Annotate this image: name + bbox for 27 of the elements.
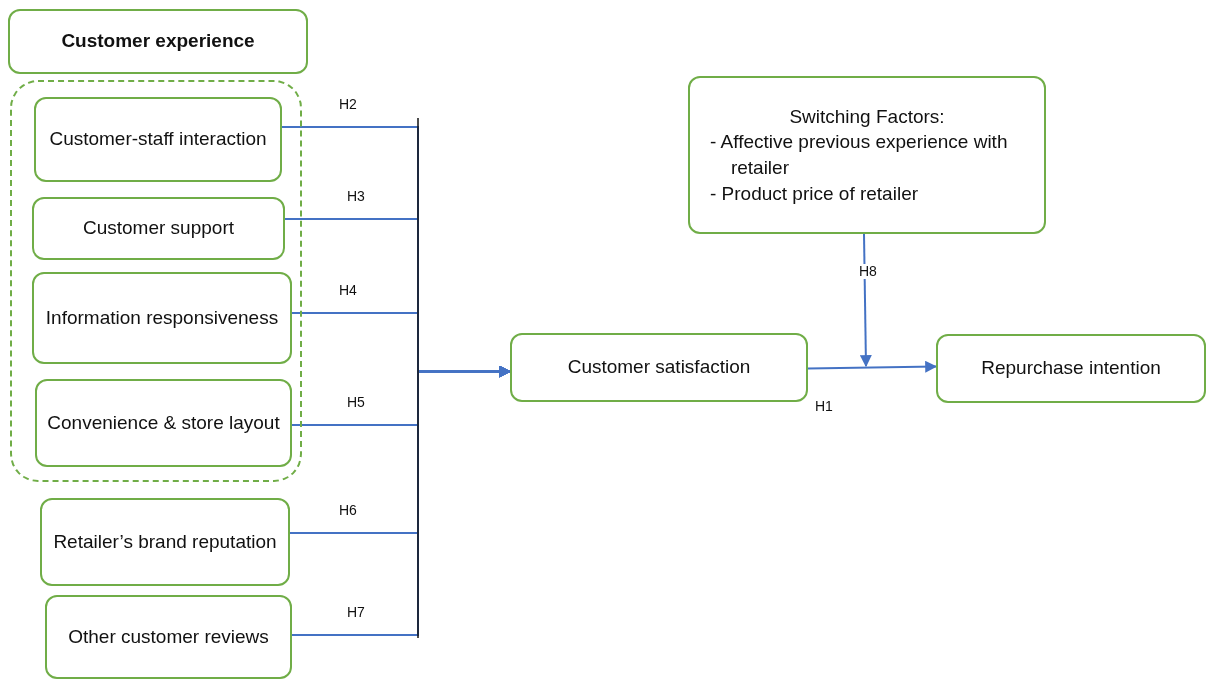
box-label: Repurchase intention — [981, 356, 1161, 381]
box-label: Customer support — [83, 216, 234, 241]
list-item: - Product price of retailer — [710, 181, 919, 206]
box-heading: Switching Factors: — [789, 104, 945, 129]
edge-label: H1 — [814, 398, 834, 414]
box-label: Customer-staff interaction — [49, 127, 267, 152]
edge-label: H8 — [858, 264, 878, 280]
process-box — [32, 272, 292, 364]
dashed-group-box — [10, 80, 302, 482]
box-label: Customer experience — [61, 29, 255, 54]
arrow — [807, 360, 938, 373]
factors-box — [688, 76, 1046, 234]
group-heading-box — [8, 9, 308, 74]
process-box — [32, 197, 285, 260]
box-label: Other customer reviews — [68, 624, 269, 649]
box-label: Convenience & store layout — [47, 410, 280, 435]
box-label: Retailer’s brand reputation — [53, 529, 277, 554]
process-box — [40, 498, 290, 586]
process-box — [510, 333, 808, 402]
box-label: Customer satisfaction — [567, 355, 751, 380]
process-box — [45, 595, 292, 679]
list-item: - Affective previous experience with retailer — [710, 130, 1009, 180]
process-box — [34, 97, 282, 182]
process-box — [936, 334, 1206, 403]
box-label: Information responsiveness — [45, 305, 279, 330]
process-box — [35, 379, 292, 467]
arrow — [859, 233, 872, 368]
